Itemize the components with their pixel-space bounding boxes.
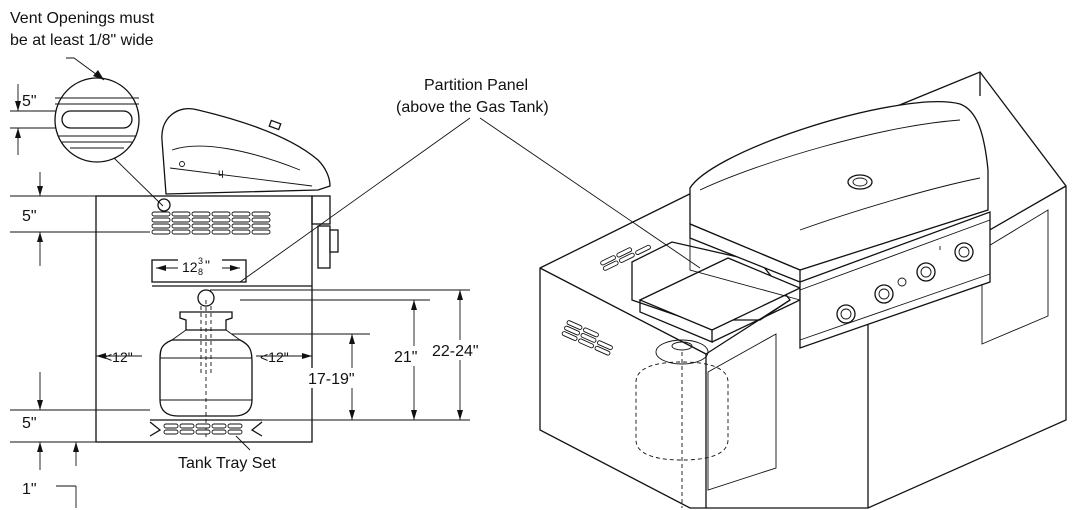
gas-tank-side (159, 289, 253, 440)
cabinet-side-panel (95, 195, 313, 443)
tank-height-label: 17-19" (308, 371, 355, 388)
grill-iso (689, 101, 991, 349)
grill-knobs (836, 242, 974, 324)
partition-panel-callout: Partition Panel (above the Gas Tank) (239, 77, 701, 283)
grill-cutout (631, 241, 791, 321)
vent-height-label: 5" (22, 93, 37, 110)
left-clearance-label: <12" (104, 349, 133, 365)
vent-note-line2: be at least 1/8" wide (10, 32, 154, 49)
grill-side-profile: ɥ (161, 108, 339, 269)
panel-height-label: 21" (394, 349, 417, 366)
grill-hood (689, 101, 989, 271)
vent-note-arrowhead (93, 70, 104, 80)
partition-label-line2: (above the Gas Tank) (396, 99, 549, 116)
upper-vent-band-dimension: 5" (10, 172, 150, 266)
side-elevation-view: Vent Openings must be at least 1/8" wide… (10, 10, 494, 508)
bottom-gap-label: 1" (22, 481, 37, 498)
panel-width-unit: " (205, 257, 210, 273)
partition-panel-side: 12 3 8 " (151, 256, 312, 287)
tank-tray-label: Tank Tray Set (178, 455, 276, 472)
vent-note-line1: Vent Openings must (10, 10, 155, 27)
lower-vent-band-label: 5" (22, 415, 37, 432)
panel-width-main: 12 (182, 259, 198, 275)
opening-height-label: 22-24" (432, 343, 479, 360)
right-clearance-label: <12" (260, 349, 289, 365)
partition-label-line1: Partition Panel (424, 77, 528, 94)
lower-vent-band-dimension: 5" (10, 372, 150, 470)
svg-text:ɥ: ɥ (218, 168, 224, 179)
vent-note-leader (66, 57, 105, 81)
vent-height-dimension: 5" (10, 84, 56, 155)
bottom-gap-dimension: 1" (22, 442, 79, 508)
upper-vent-band-label: 5" (22, 208, 37, 225)
tank-tray-set: Tank Tray Set (149, 419, 276, 472)
height-dimensions: 17-19" 21" 22-24" (210, 289, 494, 421)
panel-width-frac-num: 3 (198, 256, 203, 266)
isometric-island-view (539, 71, 1067, 509)
tank-side-clearance-dimensions: <12" <12" (96, 349, 312, 365)
cabinet-upper-vents (151, 198, 271, 235)
gas-tank-iso (635, 339, 729, 508)
vent-detail-magnifier (54, 77, 164, 207)
panel-width-frac-den: 8 (198, 267, 203, 277)
